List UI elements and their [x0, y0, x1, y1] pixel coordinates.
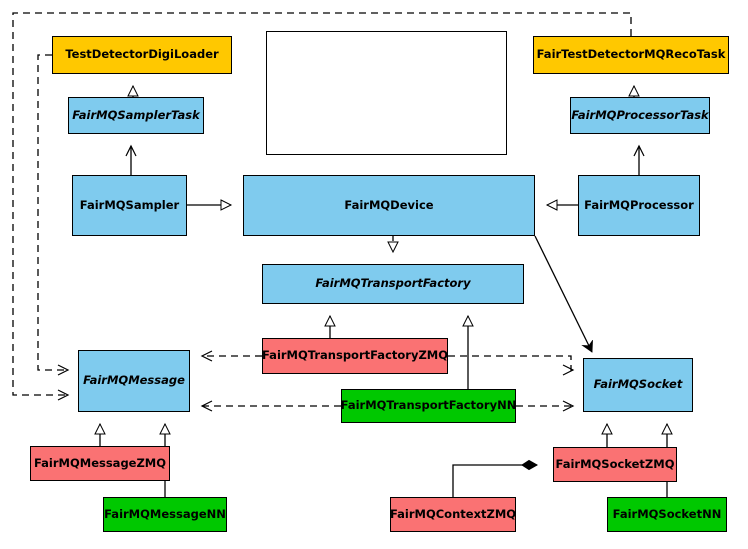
class-node-fairmqsocketzmq[interactable]: FairMQSocketZMQ [553, 447, 677, 482]
edge-contextzmq-socketzmq [452, 459, 539, 497]
class-node-fairmqprocessortask[interactable]: FairMQProcessorTask [570, 97, 710, 134]
edge-digiloader-message [37, 54, 70, 376]
class-node-fairmqsamplertask[interactable]: FairMQSamplerTask [68, 97, 204, 134]
class-node-fairmqsampler[interactable]: FairMQSampler [72, 175, 187, 236]
legend [266, 31, 507, 155]
class-node-fairmqcontextzmq[interactable]: FairMQContextZMQ [390, 497, 516, 532]
class-node-fairmqmessage[interactable]: FairMQMessage [78, 350, 190, 412]
class-node-fairmqmessagenn[interactable]: FairMQMessageNN [103, 497, 227, 532]
edge-tfzmq-socket [448, 355, 575, 376]
class-node-fairmqsocketnn[interactable]: FairMQSocketNN [607, 497, 727, 532]
class-node-fairmqsocket[interactable]: FairMQSocket [583, 358, 693, 412]
class-node-fairmqmessagezmq[interactable]: FairMQMessageZMQ [30, 446, 170, 481]
class-node-fairtestdetectormqrecotask[interactable]: FairTestDetectorMQRecoTask [533, 36, 729, 74]
class-node-fairmqtransportfactoryzmq[interactable]: FairMQTransportFactoryZMQ [262, 338, 448, 374]
class-node-fairmqprocessor[interactable]: FairMQProcessor [578, 175, 700, 236]
edge-device-socket [534, 235, 592, 352]
class-node-fairmqtransportfactory[interactable]: FairMQTransportFactory [262, 264, 524, 304]
class-node-fairmqtransportfactorynn[interactable]: FairMQTransportFactoryNN [341, 389, 516, 423]
class-node-fairmqdevice[interactable]: FairMQDevice [243, 175, 535, 236]
class-node-testdetectordigiloader[interactable]: TestDetectorDigiLoader [52, 36, 232, 74]
